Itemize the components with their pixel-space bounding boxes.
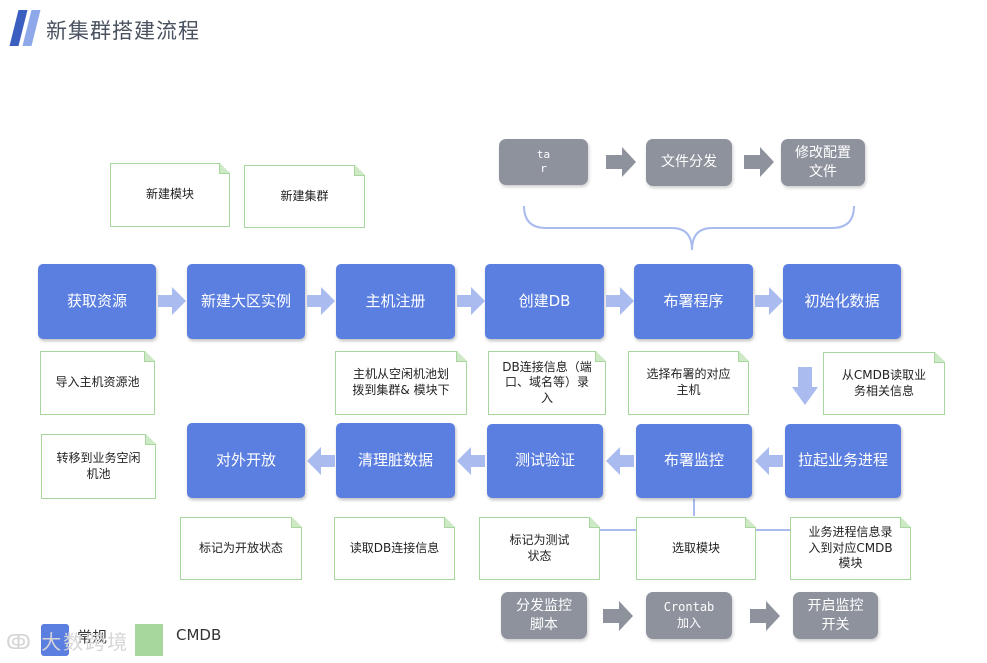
step-create-region-instance: 新建大区实例 bbox=[187, 264, 305, 339]
arrow-right-icon bbox=[744, 147, 774, 177]
legend-label-regular: 常规 bbox=[77, 628, 108, 646]
note-read-db-info: 读取DB连接信息 bbox=[334, 517, 455, 580]
legend-swatch-regular bbox=[41, 624, 69, 656]
note-process-info-entry: 业务进程信息录 入到对应CMDB 模块 bbox=[790, 517, 911, 580]
note-select-module: 选取模块 bbox=[636, 517, 756, 580]
step-init-data: 初始化数据 bbox=[783, 264, 901, 339]
note-read-cmdb: 从CMDB读取业 务相关信息 bbox=[823, 352, 945, 415]
watermark-text: 大数跨境 bbox=[41, 630, 130, 654]
note-move-to-idle-pool: 转移到业务空闲 机池 bbox=[41, 434, 156, 499]
arrow-right-icon bbox=[307, 287, 335, 315]
watermark: ↂ 大数跨境 bbox=[6, 626, 129, 655]
watermark-logo-icon: ↂ bbox=[6, 630, 33, 654]
step-start-business-process: 拉起业务进程 bbox=[785, 424, 901, 498]
note-mark-open: 标记为开放状态 bbox=[180, 517, 302, 580]
arrow-right-icon bbox=[457, 287, 485, 315]
deploy-brace bbox=[523, 205, 855, 251]
arrow-left-icon bbox=[457, 447, 485, 475]
tool-tar: ta r bbox=[499, 139, 588, 185]
tool-file-distribute: 文件分发 bbox=[646, 139, 732, 186]
note-host-assign: 主机从空闲机池划 拨到集群& 模块下 bbox=[335, 351, 467, 415]
arrow-right-icon bbox=[603, 601, 633, 631]
step-host-register: 主机注册 bbox=[336, 264, 455, 339]
note-mark-testing: 标记为测试 状态 bbox=[479, 517, 600, 580]
tool-crontab-add: Crontab 加入 bbox=[646, 592, 732, 639]
note-choose-host: 选择布署的对应 主机 bbox=[628, 351, 749, 415]
arrow-left-icon bbox=[606, 447, 634, 475]
legend-swatch-cmdb bbox=[135, 624, 163, 656]
legend-label-cmdb: CMDB bbox=[176, 626, 222, 644]
step-get-resources: 获取资源 bbox=[38, 264, 156, 339]
arrow-right-icon bbox=[606, 147, 636, 177]
arrow-down-icon bbox=[792, 367, 818, 405]
arrow-left-icon bbox=[307, 447, 335, 475]
tool-modify-config: 修改配置 文件 bbox=[781, 139, 865, 186]
step-create-db: 创建DB bbox=[485, 264, 604, 339]
step-clean-dirty-data: 清理脏数据 bbox=[336, 423, 455, 498]
note-import-host-pool: 导入主机资源池 bbox=[40, 351, 155, 415]
page-title: 新集群搭建流程 bbox=[46, 19, 200, 43]
note-new-cluster: 新建集群 bbox=[244, 165, 365, 228]
note-db-info-entry: DB连接信息（端 口、域名等）录 入 bbox=[488, 351, 606, 415]
step-test-verify: 测试验证 bbox=[487, 424, 603, 498]
arrow-left-icon bbox=[755, 447, 783, 475]
tool-distribute-monitor-script: 分发监控 脚本 bbox=[501, 592, 587, 639]
tool-enable-monitor-switch: 开启监控 开关 bbox=[793, 592, 878, 639]
step-open-external: 对外开放 bbox=[187, 423, 305, 498]
arrow-right-icon bbox=[158, 287, 186, 315]
step-deploy-monitor: 布署监控 bbox=[636, 424, 752, 498]
arrow-right-icon bbox=[755, 287, 783, 315]
arrow-right-icon bbox=[750, 601, 780, 631]
arrow-right-icon bbox=[606, 287, 634, 315]
note-new-module: 新建模块 bbox=[110, 163, 230, 227]
step-deploy-program: 布署程序 bbox=[634, 264, 753, 339]
